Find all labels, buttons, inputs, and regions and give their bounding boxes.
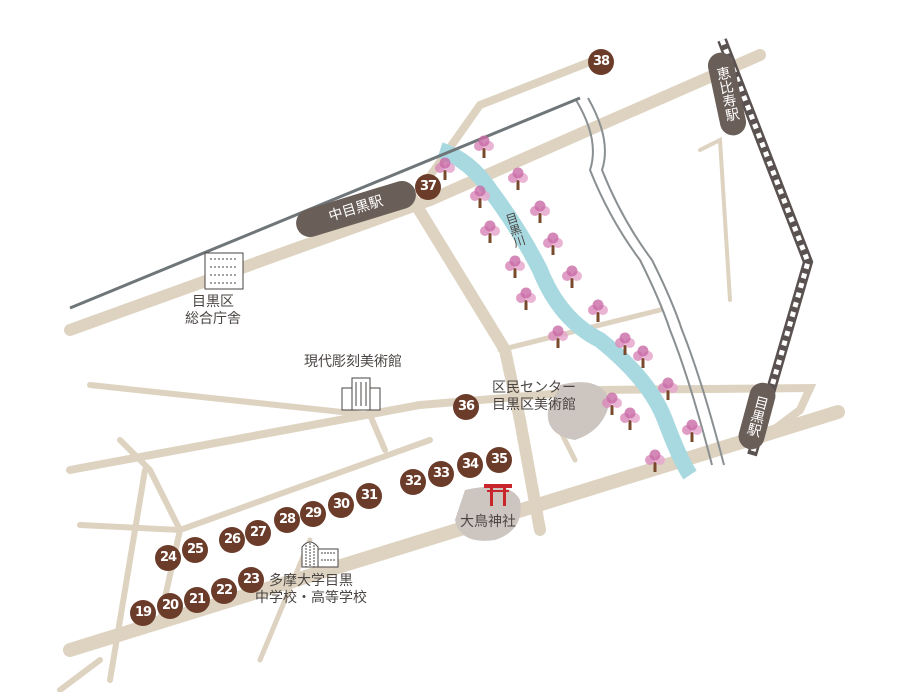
label-school[interactable]: 多摩大学目黒 中学校・高等学校 — [255, 573, 367, 606]
cherry-tree-icon — [562, 265, 582, 288]
route-marker-35[interactable]: 35 — [486, 447, 512, 473]
cherry-tree-icon — [633, 345, 653, 368]
route-marker-21[interactable]: 21 — [184, 587, 210, 613]
cherry-tree-icon — [474, 135, 494, 158]
route-marker-32[interactable]: 32 — [400, 469, 426, 495]
cherry-tree-icon — [548, 325, 568, 348]
cherry-tree-icon — [588, 299, 608, 322]
cherry-trees — [435, 135, 702, 472]
cherry-tree-icon — [516, 287, 536, 310]
cherry-tree-icon — [480, 220, 500, 243]
label-sculpture-museum[interactable]: 現代彫刻美術館 — [304, 354, 402, 370]
cherry-tree-icon — [682, 419, 702, 442]
route-marker-37[interactable]: 37 — [415, 174, 441, 200]
yamate-dori — [575, 97, 725, 466]
road-secondary — [698, 136, 732, 302]
cherry-tree-icon — [435, 157, 455, 180]
route-marker-30[interactable]: 30 — [328, 492, 354, 518]
cherry-tree-icon — [530, 200, 550, 223]
route-marker-27[interactable]: 27 — [245, 520, 271, 546]
route-marker-34[interactable]: 34 — [457, 452, 483, 478]
school-icon — [301, 541, 339, 568]
cherry-tree-icon — [508, 167, 528, 190]
route-marker-38[interactable]: 38 — [588, 49, 614, 75]
route-marker-20[interactable]: 20 — [157, 593, 183, 619]
cherry-tree-icon — [645, 449, 665, 472]
label-civic-center[interactable]: 区民センター 目黒区美術館 — [492, 380, 576, 413]
route-marker-23[interactable]: 23 — [238, 567, 264, 593]
cherry-tree-icon — [470, 185, 490, 208]
label-shrine[interactable]: 大鳥神社 — [460, 514, 516, 530]
cherry-tree-icon — [602, 392, 622, 415]
route-marker-31[interactable]: 31 — [356, 483, 382, 509]
route-marker-29[interactable]: 29 — [300, 501, 326, 527]
route-marker-33[interactable]: 33 — [428, 461, 454, 487]
torii-icon — [484, 484, 512, 506]
route-marker-24[interactable]: 24 — [155, 545, 181, 571]
roads — [57, 49, 845, 692]
ward-office-icon — [204, 252, 244, 290]
road-secondary — [57, 657, 103, 692]
cherry-tree-icon — [543, 232, 563, 255]
road-secondary — [107, 467, 148, 683]
route-marker-26[interactable]: 26 — [219, 527, 245, 553]
road-upper — [64, 49, 766, 336]
road-secondary — [117, 437, 184, 623]
museum-icon — [341, 377, 381, 411]
route-marker-28[interactable]: 28 — [274, 507, 300, 533]
route-marker-36[interactable]: 36 — [453, 394, 479, 420]
civic-center-area — [547, 382, 610, 440]
cherry-tree-icon — [505, 255, 525, 278]
route-marker-19[interactable]: 19 — [130, 600, 156, 626]
meguro-river — [437, 142, 697, 480]
route-marker-25[interactable]: 25 — [182, 537, 208, 563]
road-secondary — [87, 382, 388, 453]
road-secondary — [77, 437, 433, 534]
road-vertical — [404, 189, 546, 536]
cherry-tree-icon — [620, 407, 640, 430]
label-ward-office[interactable]: 目黒区 総合庁舎 — [185, 294, 241, 327]
cherry-tree-icon — [615, 332, 635, 355]
cherry-tree-icon — [658, 377, 678, 400]
route-marker-22[interactable]: 22 — [211, 578, 237, 604]
